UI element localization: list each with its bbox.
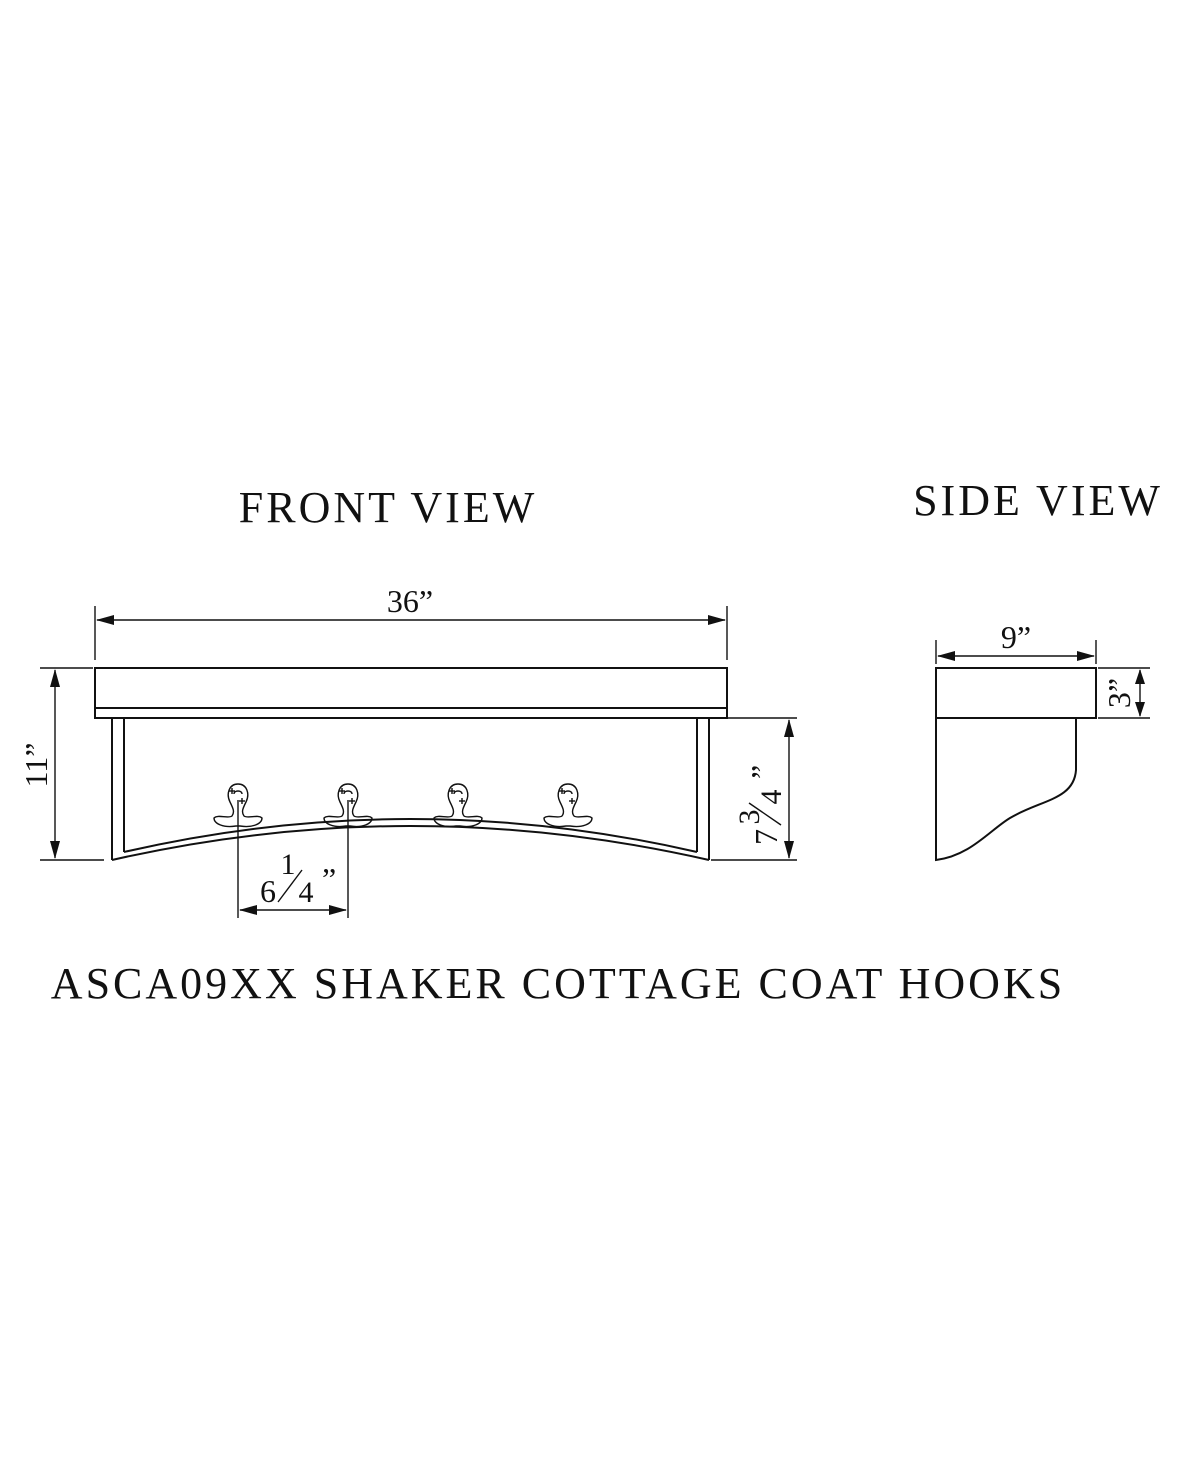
side-profile <box>935 667 1097 862</box>
hook-spacing-denominator: 4 <box>299 876 314 909</box>
front-view-title: FRONT VIEW <box>239 483 538 532</box>
hook-spacing-unit: ” <box>322 861 336 897</box>
apron-height-numerator: 3 <box>733 810 766 825</box>
front-width-label: 36” <box>387 583 433 619</box>
shelf-top-board <box>94 667 728 719</box>
coat-hook <box>543 783 593 828</box>
side-thickness-label: 3” <box>1101 678 1137 708</box>
front-height-dimension: 11” <box>18 667 104 861</box>
side-thickness-dimension: 3” <box>1098 667 1150 719</box>
front-width-dimension: 36” <box>94 583 728 660</box>
front-height-label: 11” <box>18 742 54 787</box>
side-view-title: SIDE VIEW <box>913 476 1163 525</box>
apron-height-whole: 7 <box>748 829 784 845</box>
apron-height-unit: ” <box>744 765 780 779</box>
apron-height-denominator: 4 <box>755 790 788 805</box>
product-caption: ASCA09XX SHAKER COTTAGE COAT HOOKS <box>51 959 1065 1008</box>
coat-hooks <box>213 783 593 828</box>
side-depth-label: 9” <box>1001 619 1031 655</box>
hook-spacing-whole: 6 <box>260 873 276 909</box>
apron-height-dimension: 7 3 4 ” <box>711 717 797 861</box>
hook-spacing-numerator: 1 <box>281 848 296 881</box>
hook-spacing-dimension: 6 1 4 ” <box>237 800 349 918</box>
shelf-apron <box>111 718 710 861</box>
side-depth-dimension: 9” <box>935 619 1097 664</box>
